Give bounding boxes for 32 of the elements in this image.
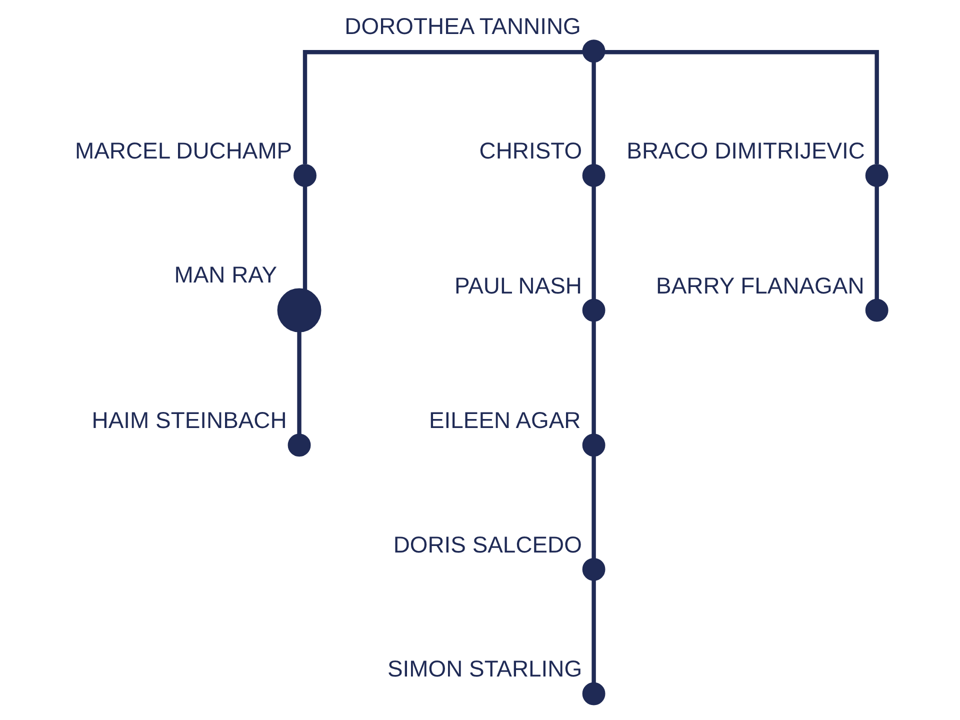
node-circle <box>865 298 888 322</box>
node-circle <box>865 164 888 187</box>
node-label: EILEEN AGAR <box>429 407 581 434</box>
node-circle <box>582 434 606 457</box>
node-circle <box>582 558 606 581</box>
node-circle <box>288 434 311 457</box>
node-circle <box>582 164 606 187</box>
node-label: PAUL NASH <box>454 272 582 298</box>
connector <box>302 50 583 164</box>
node-label: DORIS SALCEDO <box>393 531 582 558</box>
node-label: MARCEL DUCHAMP <box>75 137 292 164</box>
node-circle <box>277 288 322 332</box>
node-label: DOROTHEA TANNING <box>344 13 581 40</box>
node-circle <box>582 40 606 63</box>
node-label: CHRISTO <box>479 137 582 164</box>
connector <box>604 50 879 164</box>
connector <box>592 580 596 684</box>
node-label: MAN RAY <box>174 262 278 288</box>
connector <box>297 331 302 434</box>
node-label: SIMON STARLING <box>387 656 582 682</box>
node-circle <box>582 682 606 706</box>
connector <box>302 186 308 290</box>
connector <box>592 186 596 300</box>
node-label: BARRY FLANAGAN <box>656 272 864 298</box>
connector <box>592 62 596 165</box>
connector <box>592 456 596 559</box>
node-label: BRACO DIMITRIJEVIC <box>626 137 865 164</box>
connector <box>592 320 596 434</box>
node-label: HAIM STEINBACH <box>92 407 287 434</box>
connector <box>874 186 879 300</box>
node-circle <box>582 298 606 322</box>
node-circle <box>294 164 316 187</box>
